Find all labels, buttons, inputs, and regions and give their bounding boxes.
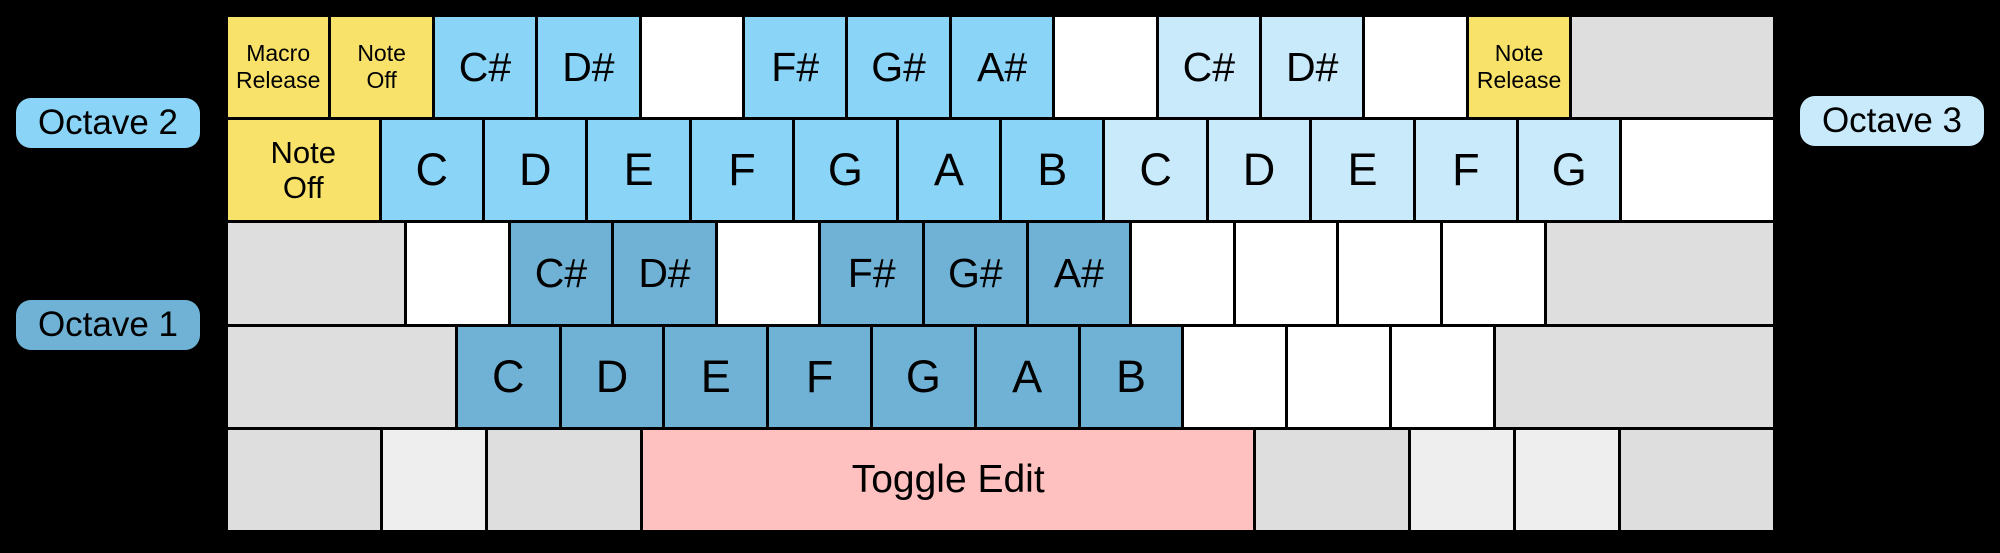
key-blank: [1339, 223, 1440, 324]
key-e[interactable]: E: [1312, 120, 1413, 221]
key-blank: [1055, 17, 1156, 118]
key-d[interactable]: D: [1208, 120, 1310, 221]
key-blank: [1184, 326, 1286, 427]
key-blank: [228, 223, 405, 324]
key-g-sharp[interactable]: G#: [925, 223, 1026, 324]
key-f-sharp[interactable]: F#: [745, 17, 846, 118]
key-blank: [1256, 429, 1409, 531]
key-g[interactable]: G: [1519, 120, 1620, 221]
key-blank: [1546, 223, 1773, 324]
key-blank: [228, 326, 455, 427]
key-g[interactable]: G: [795, 120, 896, 221]
key-toggle-edit[interactable]: Toggle Edit: [643, 429, 1253, 531]
key-note-off[interactable]: Note Off: [331, 17, 432, 118]
key-a-sharp[interactable]: A#: [951, 17, 1053, 118]
key-blank: [383, 429, 485, 531]
key-d[interactable]: D: [561, 326, 663, 427]
key-note-release[interactable]: Note Release: [1468, 17, 1570, 118]
key-blank: [1235, 223, 1337, 324]
key-blank: [1288, 326, 1389, 427]
key-e[interactable]: E: [665, 326, 767, 427]
key-b[interactable]: B: [1080, 326, 1182, 427]
key-e[interactable]: E: [588, 120, 689, 221]
key-note-off[interactable]: Note Off: [228, 120, 379, 221]
key-blank: [1391, 326, 1493, 427]
key-a[interactable]: A: [976, 326, 1078, 427]
key-blank: [717, 223, 819, 324]
key-d-sharp[interactable]: D#: [614, 223, 715, 324]
key-blank: [1495, 326, 1773, 427]
key-blank: [1365, 17, 1466, 118]
key-g[interactable]: G: [872, 326, 974, 427]
key-a[interactable]: A: [898, 120, 1000, 221]
key-macro-release[interactable]: Macro Release: [228, 17, 329, 118]
key-blank: [1572, 17, 1774, 118]
key-f-sharp[interactable]: F#: [821, 223, 923, 324]
key-blank: [641, 17, 743, 118]
key-f[interactable]: F: [769, 326, 870, 427]
key-c[interactable]: C: [1105, 120, 1206, 221]
keyboard-row-5: Toggle Edit: [228, 429, 1773, 531]
key-c-sharp[interactable]: C#: [510, 223, 612, 324]
octave-2-label: Octave 2: [16, 98, 200, 148]
keyboard-row-3: C#D# F#G#A#: [228, 223, 1773, 324]
key-blank: [488, 429, 641, 531]
key-blank: [1442, 223, 1544, 324]
key-blank: [1622, 120, 1774, 221]
key-c[interactable]: C: [457, 326, 559, 427]
octave-1-label: Octave 1: [16, 300, 200, 350]
octave-3-label: Octave 3: [1800, 96, 1984, 146]
key-d[interactable]: D: [485, 120, 586, 221]
key-blank: [1620, 429, 1773, 531]
key-c-sharp[interactable]: C#: [1158, 17, 1260, 118]
key-blank: [1516, 429, 1618, 531]
key-a-sharp[interactable]: A#: [1028, 223, 1130, 324]
key-blank: [228, 429, 381, 531]
key-blank: [1132, 223, 1233, 324]
key-g-sharp[interactable]: G#: [848, 17, 949, 118]
key-d-sharp[interactable]: D#: [1262, 17, 1363, 118]
key-c[interactable]: C: [381, 120, 482, 221]
key-d-sharp[interactable]: D#: [538, 17, 639, 118]
key-f[interactable]: F: [1415, 120, 1517, 221]
key-b[interactable]: B: [1002, 120, 1103, 221]
key-c-sharp[interactable]: C#: [434, 17, 536, 118]
key-f[interactable]: F: [691, 120, 793, 221]
key-blank: [1411, 429, 1513, 531]
key-blank: [407, 223, 508, 324]
